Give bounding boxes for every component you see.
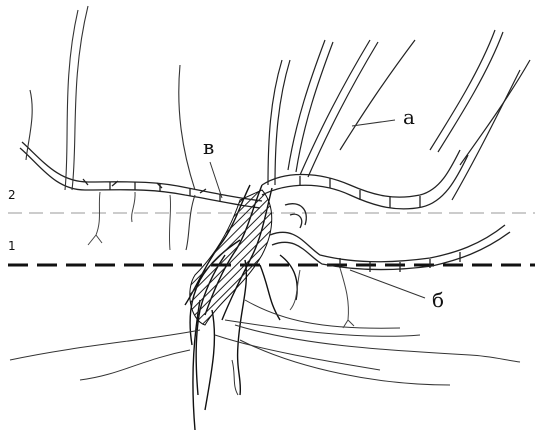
left-roots	[88, 192, 171, 250]
label-a: а	[403, 107, 415, 127]
level-2-label: 2	[8, 189, 16, 201]
label-v: в	[203, 137, 214, 157]
fibrous-roots	[10, 300, 520, 395]
label-b: б	[432, 290, 444, 310]
right-small-roots	[290, 268, 354, 328]
level-1-label: 1	[8, 240, 16, 252]
right-lower-runner	[270, 204, 510, 272]
crown-shading	[190, 190, 272, 325]
left-runner	[20, 142, 262, 208]
right-upper-runner	[262, 150, 468, 209]
